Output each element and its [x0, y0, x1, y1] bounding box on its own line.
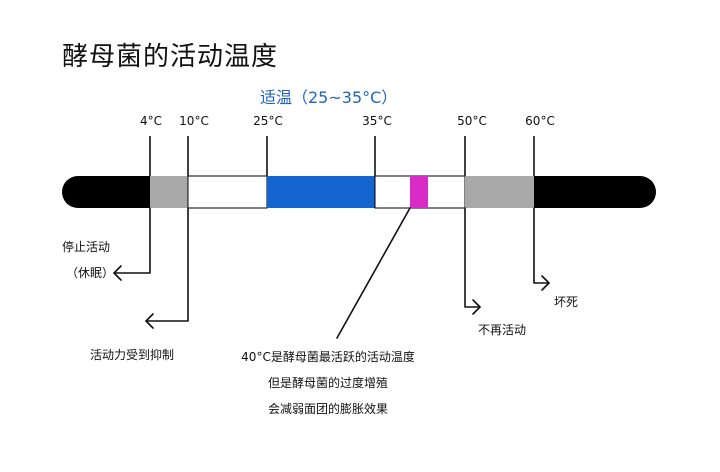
arrowhead-inactive	[472, 299, 481, 315]
optimal-range-label: 适温（25~35°C）	[260, 88, 398, 107]
bar-segment-50-60	[465, 176, 534, 208]
note-dormant-line1: 停止活动	[62, 240, 111, 254]
bar-segment-cold	[62, 176, 150, 208]
temp-label-50: 50°C	[457, 114, 487, 128]
arrowhead-suppressed	[145, 313, 154, 329]
center-note-line3: 会减弱面团的膨胀效果	[267, 402, 388, 416]
arrowhead-dead	[541, 275, 550, 291]
arrow-suppressed	[145, 207, 189, 322]
page-title: 酵母菌的活动温度	[62, 42, 279, 72]
bar-segment-optimal	[267, 176, 375, 208]
note-suppressed: 活动力受到抑制	[90, 348, 175, 362]
note-dead: 坏死	[554, 295, 579, 309]
temp-label-60: 60°C	[525, 114, 555, 128]
temp-label-10: 10°C	[179, 114, 209, 128]
bar-marker-40	[410, 176, 428, 208]
center-note-line1: 40°C是酵母菌最活跃的活动温度	[241, 350, 415, 364]
arrow-center-note	[336, 207, 411, 339]
arrow-inactive	[464, 207, 481, 308]
temp-label-25: 25°C	[253, 114, 283, 128]
bar-segment-10-25	[187, 175, 268, 209]
temp-label-35: 35°C	[362, 114, 392, 128]
arrowhead-dormant	[113, 265, 122, 281]
temp-label-4: 4°C	[139, 114, 163, 128]
note-inactive: 不再活动	[478, 323, 527, 337]
center-note-line2: 但是酵母菌的过度增殖	[267, 376, 388, 390]
note-dormant-line2: （休眠）	[66, 266, 115, 280]
bar-segment-hot	[534, 176, 656, 208]
center-note: 40°C是酵母菌最活跃的活动温度 但是酵母菌的过度增殖 会减弱面团的膨胀效果	[208, 344, 448, 422]
bar-segment-4-10	[150, 176, 188, 208]
arrow-dormant	[113, 207, 151, 274]
arrow-dead	[533, 207, 550, 284]
